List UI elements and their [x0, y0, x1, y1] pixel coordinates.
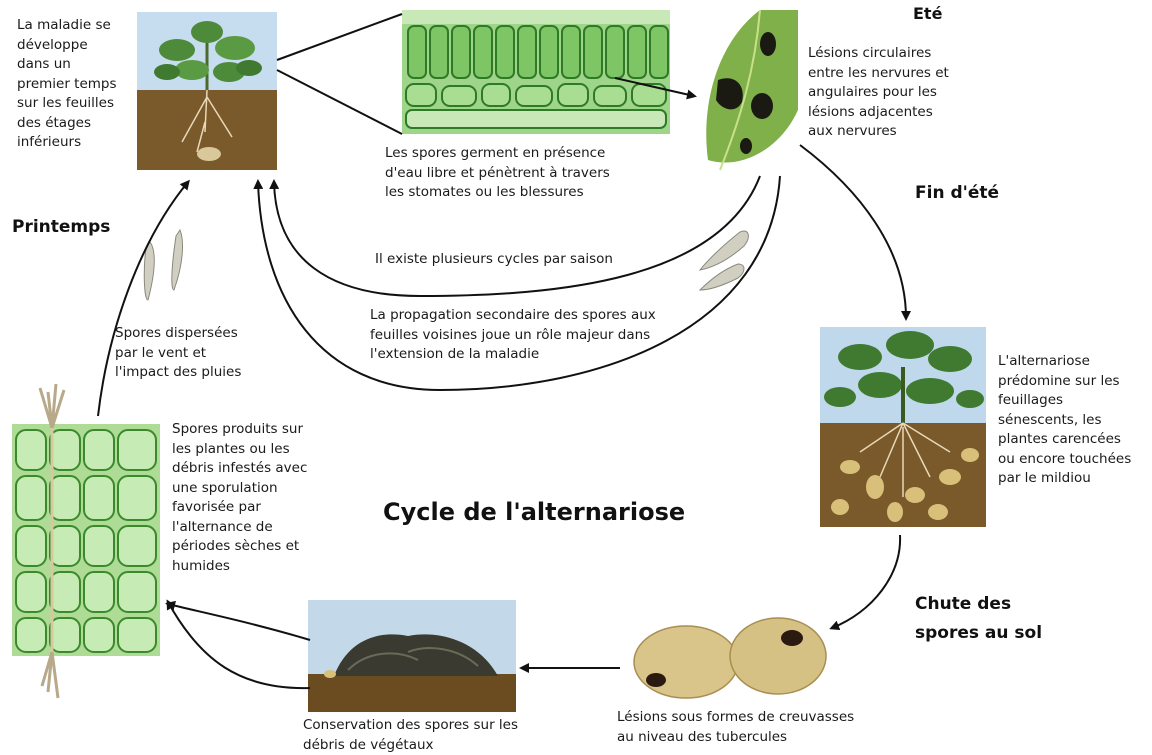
infected-tubers-illustration — [628, 616, 828, 700]
infected-leaf-illustration — [700, 10, 798, 174]
season-label-fin-ete: Fin d'été — [915, 183, 1000, 203]
mature-plant-illustration — [820, 327, 986, 527]
season-label-chute-spores: Chute des spores au sol — [915, 594, 1043, 643]
caption-alternariose-predomine: L'alternariose prédomine sur les feuilla… — [998, 353, 1132, 486]
caption-conservation-spores: Conservation des spores sur les débris d… — [303, 717, 519, 753]
plant-debris-illustration — [308, 600, 516, 712]
young-plant-illustration — [137, 12, 277, 170]
caption-lesions-circulaires: Lésions circulaires entre les nervures e… — [808, 45, 949, 139]
caption-plusieurs-cycles: Il existe plusieurs cycles par saison — [375, 251, 613, 267]
caption-spores-dispersees: Spores dispersées par le vent et l'impac… — [115, 325, 242, 380]
caption-lesions-creuvasses: Lésions sous formes de creuvasses au niv… — [617, 709, 855, 745]
sporulating-tissue-illustration — [12, 372, 160, 706]
season-label-printemps: Printemps — [12, 217, 111, 237]
diagram-title: Cycle de l'alternariose — [383, 498, 686, 526]
caption-spores-produits: Spores produits sur les plantes ou les d… — [172, 421, 308, 574]
caption-spores-germent: Les spores germent en présence d'eau lib… — [385, 145, 610, 200]
season-label-ete: Eté — [913, 4, 943, 23]
caption-maladie-developpe: La maladie se développe dans un premier … — [17, 17, 117, 150]
leaf-tissue-illustration — [402, 10, 670, 134]
caption-propagation-secondaire: La propagation secondaire des spores aux… — [370, 307, 656, 362]
